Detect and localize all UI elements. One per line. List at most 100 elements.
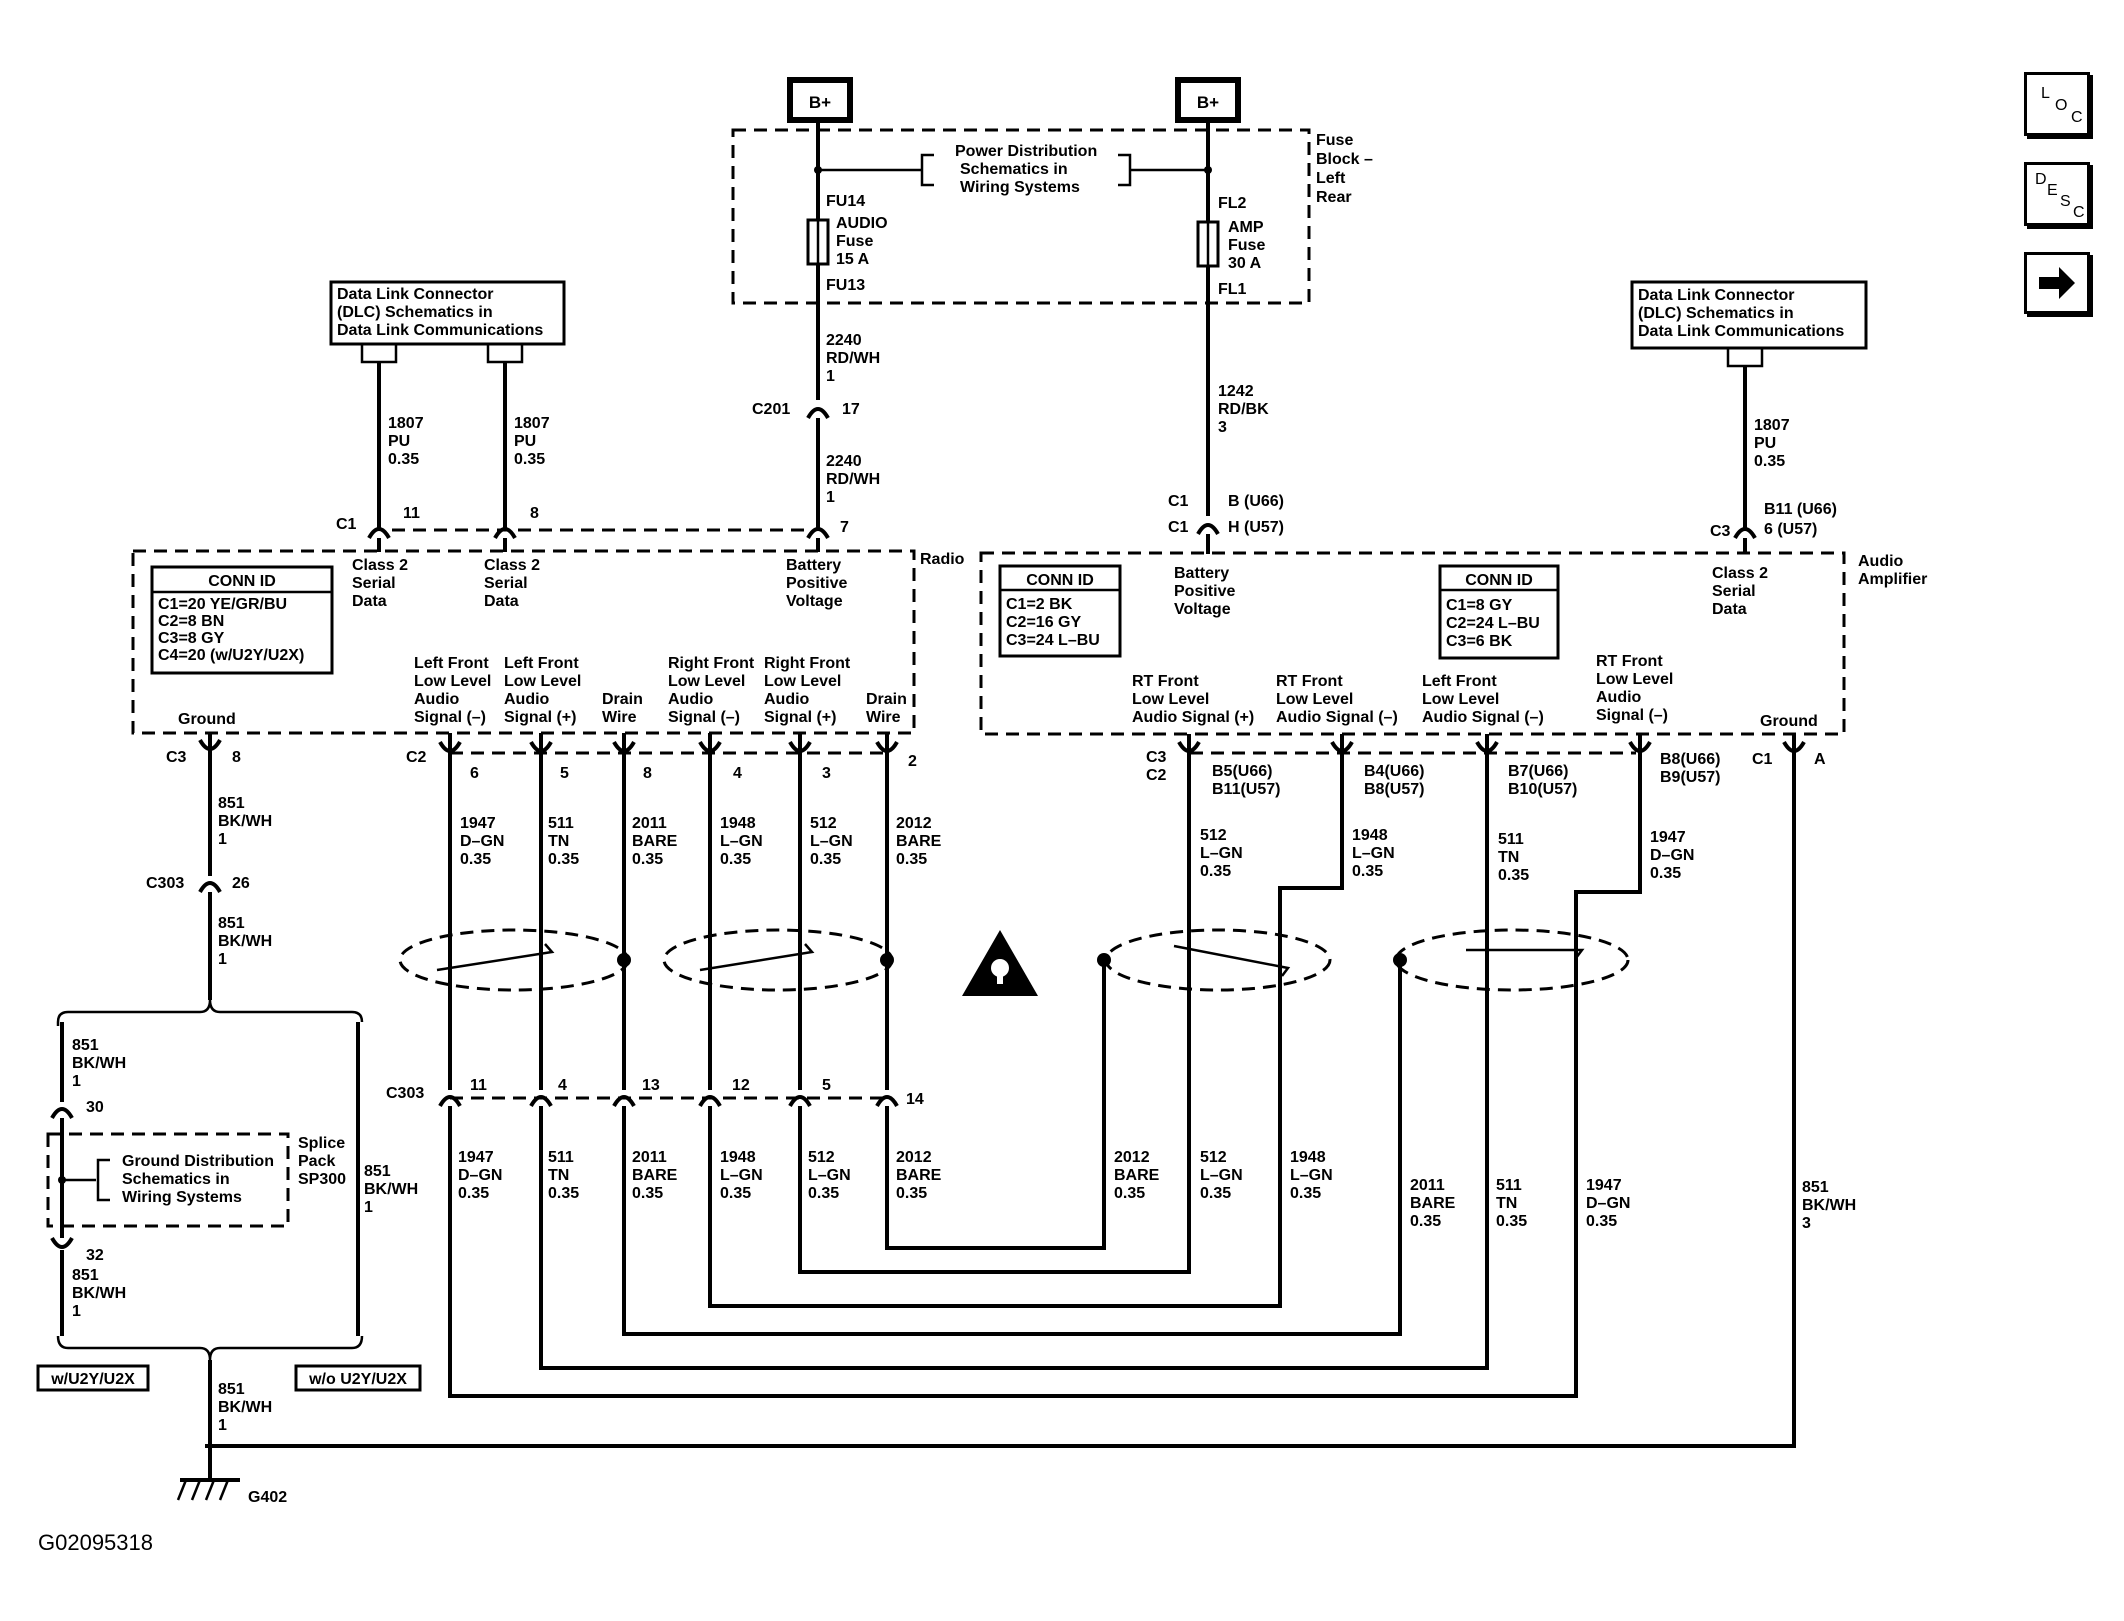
svg-text:D–GN: D–GN [458, 1167, 502, 1184]
svg-text:D–GN: D–GN [1650, 847, 1694, 864]
svg-text:Fuse: Fuse [836, 233, 873, 250]
svg-text:C1: C1 [1752, 751, 1773, 768]
svg-text:BK/WH: BK/WH [218, 813, 272, 830]
svg-text:RD/BK: RD/BK [1218, 401, 1269, 418]
svg-text:1947: 1947 [1586, 1177, 1622, 1194]
amp-connector-pins: B5(U66) B11(U57) B4(U66) B8(U57) B7(U66)… [1177, 734, 1720, 798]
svg-text:B (U66): B (U66) [1228, 493, 1284, 510]
svg-text:B11(U57): B11(U57) [1212, 781, 1280, 798]
shield-radio-right [662, 928, 894, 992]
svg-text:Rear: Rear [1316, 189, 1352, 206]
svg-text:Ground: Ground [178, 711, 236, 728]
svg-text:AMP: AMP [1228, 219, 1264, 236]
svg-text:Low Level: Low Level [1422, 691, 1499, 708]
svg-text:C2=8 BN: C2=8 BN [158, 613, 224, 630]
svg-text:A: A [1814, 751, 1826, 768]
svg-text:Audio Signal (–): Audio Signal (–) [1422, 709, 1544, 726]
figure-id: G02095318 [38, 1530, 153, 1555]
amp-input-wire-labels: 512 L–GN 0.35 1948 L–GN 0.35 511 TN 0.35… [1200, 827, 1694, 884]
svg-text:1: 1 [218, 1417, 227, 1434]
svg-text:C1=2 BK: C1=2 BK [1006, 596, 1073, 613]
next-button[interactable] [2024, 252, 2090, 314]
svg-text:1242: 1242 [1218, 383, 1254, 400]
svg-text:1947: 1947 [458, 1149, 494, 1166]
svg-text:Low Level: Low Level [1276, 691, 1353, 708]
amp-conn-id-a: CONN ID C1=2 BK C2=16 GY C3=24 L–BU [998, 564, 1122, 658]
svg-text:Data Link Communications: Data Link Communications [1638, 323, 1844, 340]
svg-text:Ground Distribution: Ground Distribution [122, 1153, 274, 1170]
svg-text:(DLC) Schematics in: (DLC) Schematics in [337, 304, 493, 321]
caution-icon [962, 930, 1038, 996]
svg-text:TN: TN [1498, 849, 1519, 866]
svg-text:Battery: Battery [1174, 565, 1229, 582]
c303-right-wire-labels: 2012 BARE 0.35 512 L–GN 0.35 1948 L–GN 0… [1114, 1149, 1630, 1230]
svg-text:0.35: 0.35 [1200, 1185, 1231, 1202]
option-bracket-bottom [56, 1335, 364, 1361]
svg-text:CONN ID: CONN ID [1465, 572, 1533, 589]
svg-text:1: 1 [218, 951, 227, 968]
radio-output-wires [448, 758, 889, 1090]
radio-c1-pin-7: 7 Battery Positive Voltage [786, 519, 849, 610]
svg-text:3: 3 [1218, 419, 1227, 436]
svg-text:2011: 2011 [1410, 1177, 1445, 1194]
svg-text:0.35: 0.35 [1586, 1213, 1617, 1230]
svg-text:C1: C1 [1168, 493, 1189, 510]
amp-ground: Ground C1 A 851 BK/WH 3 [1752, 713, 1856, 1232]
svg-text:1948: 1948 [720, 815, 756, 832]
svg-text:0.35: 0.35 [1410, 1213, 1441, 1230]
svg-text:Wiring Systems: Wiring Systems [122, 1189, 242, 1206]
c303-lower-wires [448, 1090, 1578, 1398]
svg-text:Splice: Splice [298, 1135, 345, 1152]
svg-text:3: 3 [822, 765, 831, 782]
svg-text:12: 12 [732, 1077, 750, 1094]
svg-text:2240: 2240 [826, 453, 862, 470]
svg-text:CONN ID: CONN ID [208, 573, 276, 590]
svg-text:FL2: FL2 [1218, 195, 1247, 212]
svg-text:Left Front: Left Front [504, 655, 579, 672]
svg-text:Signal (–): Signal (–) [1596, 707, 1668, 724]
amp-c3-serial-pin: B11 (U66) 6 (U57) C3 Class 2 Serial Data [1710, 501, 1837, 618]
svg-text:Battery: Battery [786, 557, 841, 574]
svg-text:Signal (–): Signal (–) [414, 709, 486, 726]
radio-c1-pin-11: 11 Class 2 Serial Data [352, 505, 420, 610]
arrow-right-icon [2039, 267, 2075, 299]
wire-1242-label: 1242 RD/BK 3 [1218, 383, 1269, 436]
svg-text:15 A: 15 A [836, 251, 870, 268]
svg-text:6 (U57): 6 (U57) [1764, 521, 1817, 538]
svg-text:BK/WH: BK/WH [218, 933, 272, 950]
svg-text:851: 851 [218, 1381, 245, 1398]
svg-text:511: 511 [1496, 1177, 1522, 1194]
desc-button[interactable]: D E S C [2024, 162, 2090, 226]
svg-text:Wire: Wire [866, 709, 901, 726]
svg-text:RD/WH: RD/WH [826, 471, 880, 488]
svg-text:0.35: 0.35 [514, 451, 545, 468]
loc-button[interactable]: L O C [2024, 72, 2090, 136]
battery-left: B+ [787, 77, 853, 123]
svg-text:Audio Signal (+): Audio Signal (+) [1132, 709, 1254, 726]
svg-text:Serial: Serial [1712, 583, 1756, 600]
svg-text:512: 512 [808, 1149, 835, 1166]
amplifier-boundary [979, 551, 1846, 736]
option-bracket-top [56, 999, 364, 1023]
svg-text:C1=8 GY: C1=8 GY [1446, 597, 1513, 614]
svg-text:Low Level: Low Level [414, 673, 491, 690]
svg-text:Schematics in: Schematics in [122, 1171, 230, 1188]
wire-851-branch-a-label: 851 BK/WH 1 [72, 1037, 126, 1090]
svg-text:FU14: FU14 [826, 193, 865, 210]
svg-text:1807: 1807 [514, 415, 550, 432]
loc-letter-c: C [2071, 109, 2083, 126]
svg-text:Data Link Connector: Data Link Connector [1638, 287, 1794, 304]
svg-text:1: 1 [72, 1073, 81, 1090]
c303-pins: 11 4 13 12 5 14 [438, 1077, 924, 1108]
wire-851-ground-label: 851 BK/WH 1 [218, 1381, 272, 1434]
svg-text:FU13: FU13 [826, 277, 865, 294]
svg-text:511: 511 [548, 1149, 574, 1166]
svg-text:Serial: Serial [352, 575, 396, 592]
svg-text:L–GN: L–GN [1200, 1167, 1243, 1184]
svg-text:w/U2Y/U2X: w/U2Y/U2X [50, 1371, 135, 1388]
svg-text:512: 512 [1200, 827, 1227, 844]
amp-connector-label: C3 C2 [1146, 749, 1167, 784]
svg-text:L–GN: L–GN [810, 833, 853, 850]
svg-text:Audio Signal (–): Audio Signal (–) [1276, 709, 1398, 726]
svg-text:C3: C3 [1146, 749, 1167, 766]
